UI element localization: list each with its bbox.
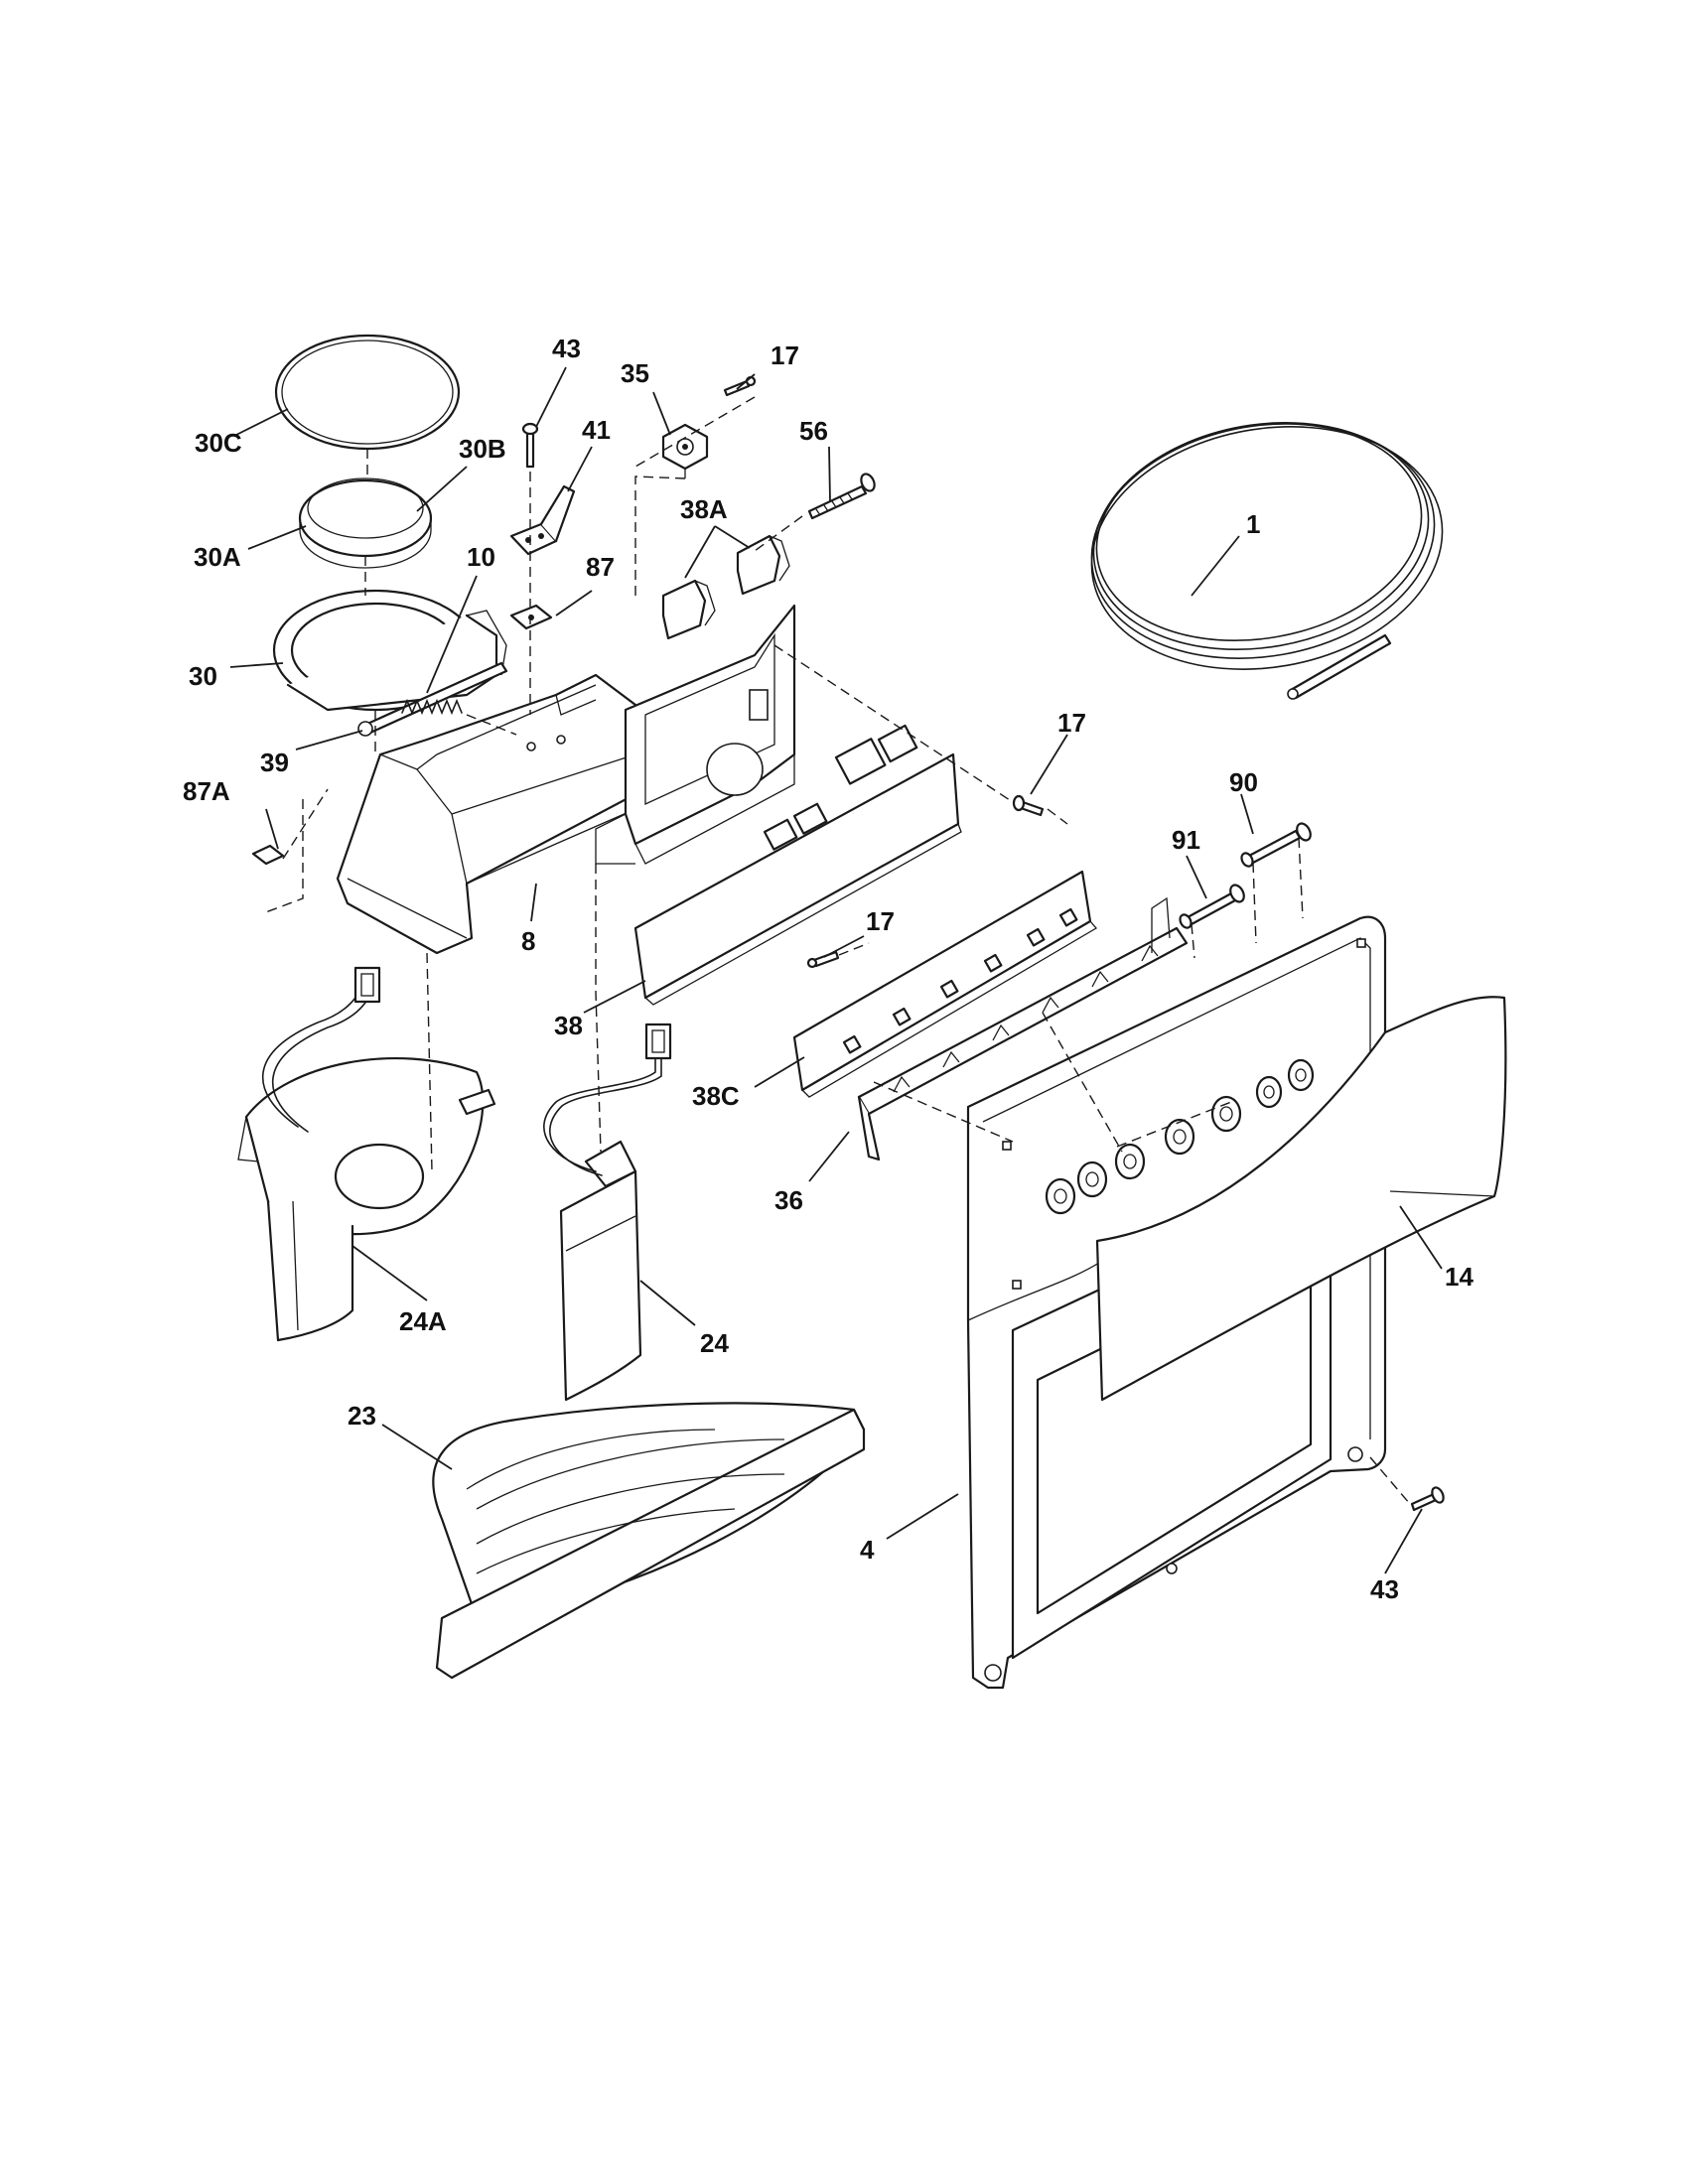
label-30a: 30A <box>194 542 241 572</box>
label-30: 30 <box>189 661 217 691</box>
leader-lines <box>229 366 1443 1574</box>
part-17-screw-low <box>806 950 840 969</box>
part-38-main-board <box>633 724 962 1006</box>
control-bracket <box>595 604 796 865</box>
part-1-tubing-coil <box>1090 422 1444 700</box>
part-30-bracket <box>272 589 507 712</box>
label-38: 38 <box>554 1011 583 1040</box>
part-43-screw-bottom <box>1410 1486 1445 1512</box>
label-30c: 30C <box>195 428 242 458</box>
part-10-spring <box>401 698 463 716</box>
part-87a-plate <box>251 844 285 866</box>
part-38a-switch-right <box>736 534 790 596</box>
part-30c-gasket <box>274 334 461 451</box>
label-39: 39 <box>260 748 289 777</box>
label-17-mid: 17 <box>1057 708 1086 738</box>
label-14: 14 <box>1445 1262 1474 1292</box>
label-1: 1 <box>1246 509 1260 539</box>
label-23: 23 <box>348 1401 376 1431</box>
label-56: 56 <box>799 416 828 446</box>
label-10: 10 <box>467 542 495 572</box>
label-17-low: 17 <box>866 906 895 936</box>
part-90-pin <box>1240 822 1312 868</box>
label-35: 35 <box>621 358 649 388</box>
part-30a-lens-ring <box>298 478 433 569</box>
part-56-long-screw <box>807 473 876 520</box>
part-91-pin <box>1179 884 1245 929</box>
part-35-solenoid <box>661 423 709 478</box>
label-8: 8 <box>521 926 535 956</box>
label-87a: 87A <box>183 776 230 806</box>
label-36: 36 <box>774 1185 803 1215</box>
label-4: 4 <box>860 1535 875 1565</box>
part-38c-switch-board <box>792 870 1097 1098</box>
label-24a: 24A <box>399 1306 447 1336</box>
label-30b: 30B <box>459 434 506 464</box>
part-41-clip <box>509 484 576 556</box>
part-87-plate <box>509 604 553 630</box>
part-17-screw-mid <box>1012 794 1045 817</box>
label-87: 87 <box>586 552 615 582</box>
alignment-lines <box>262 396 1411 1505</box>
label-43-bottom: 43 <box>1370 1574 1399 1604</box>
part-14-overlay-panel <box>1095 996 1507 1402</box>
label-24: 24 <box>700 1328 729 1358</box>
label-17-top: 17 <box>771 341 799 370</box>
label-43-top: 43 <box>552 334 581 363</box>
label-38a: 38A <box>680 494 728 524</box>
part-38a-switch-left <box>661 579 716 640</box>
part-24a-chute-door <box>237 966 496 1342</box>
part-36-actuator-bar <box>857 896 1189 1161</box>
label-91: 91 <box>1172 825 1200 855</box>
part-39-rod <box>357 661 508 737</box>
part-23-drip-tray <box>432 1402 866 1680</box>
callout-labels: 30C 30B 30A 10 30 39 87A 43 41 87 35 17 … <box>183 334 1474 1604</box>
part-43-screw-top <box>521 422 539 469</box>
label-41: 41 <box>582 415 611 445</box>
part-24-chute-door <box>543 1023 672 1402</box>
label-90: 90 <box>1229 767 1258 797</box>
label-38c: 38C <box>692 1081 740 1111</box>
